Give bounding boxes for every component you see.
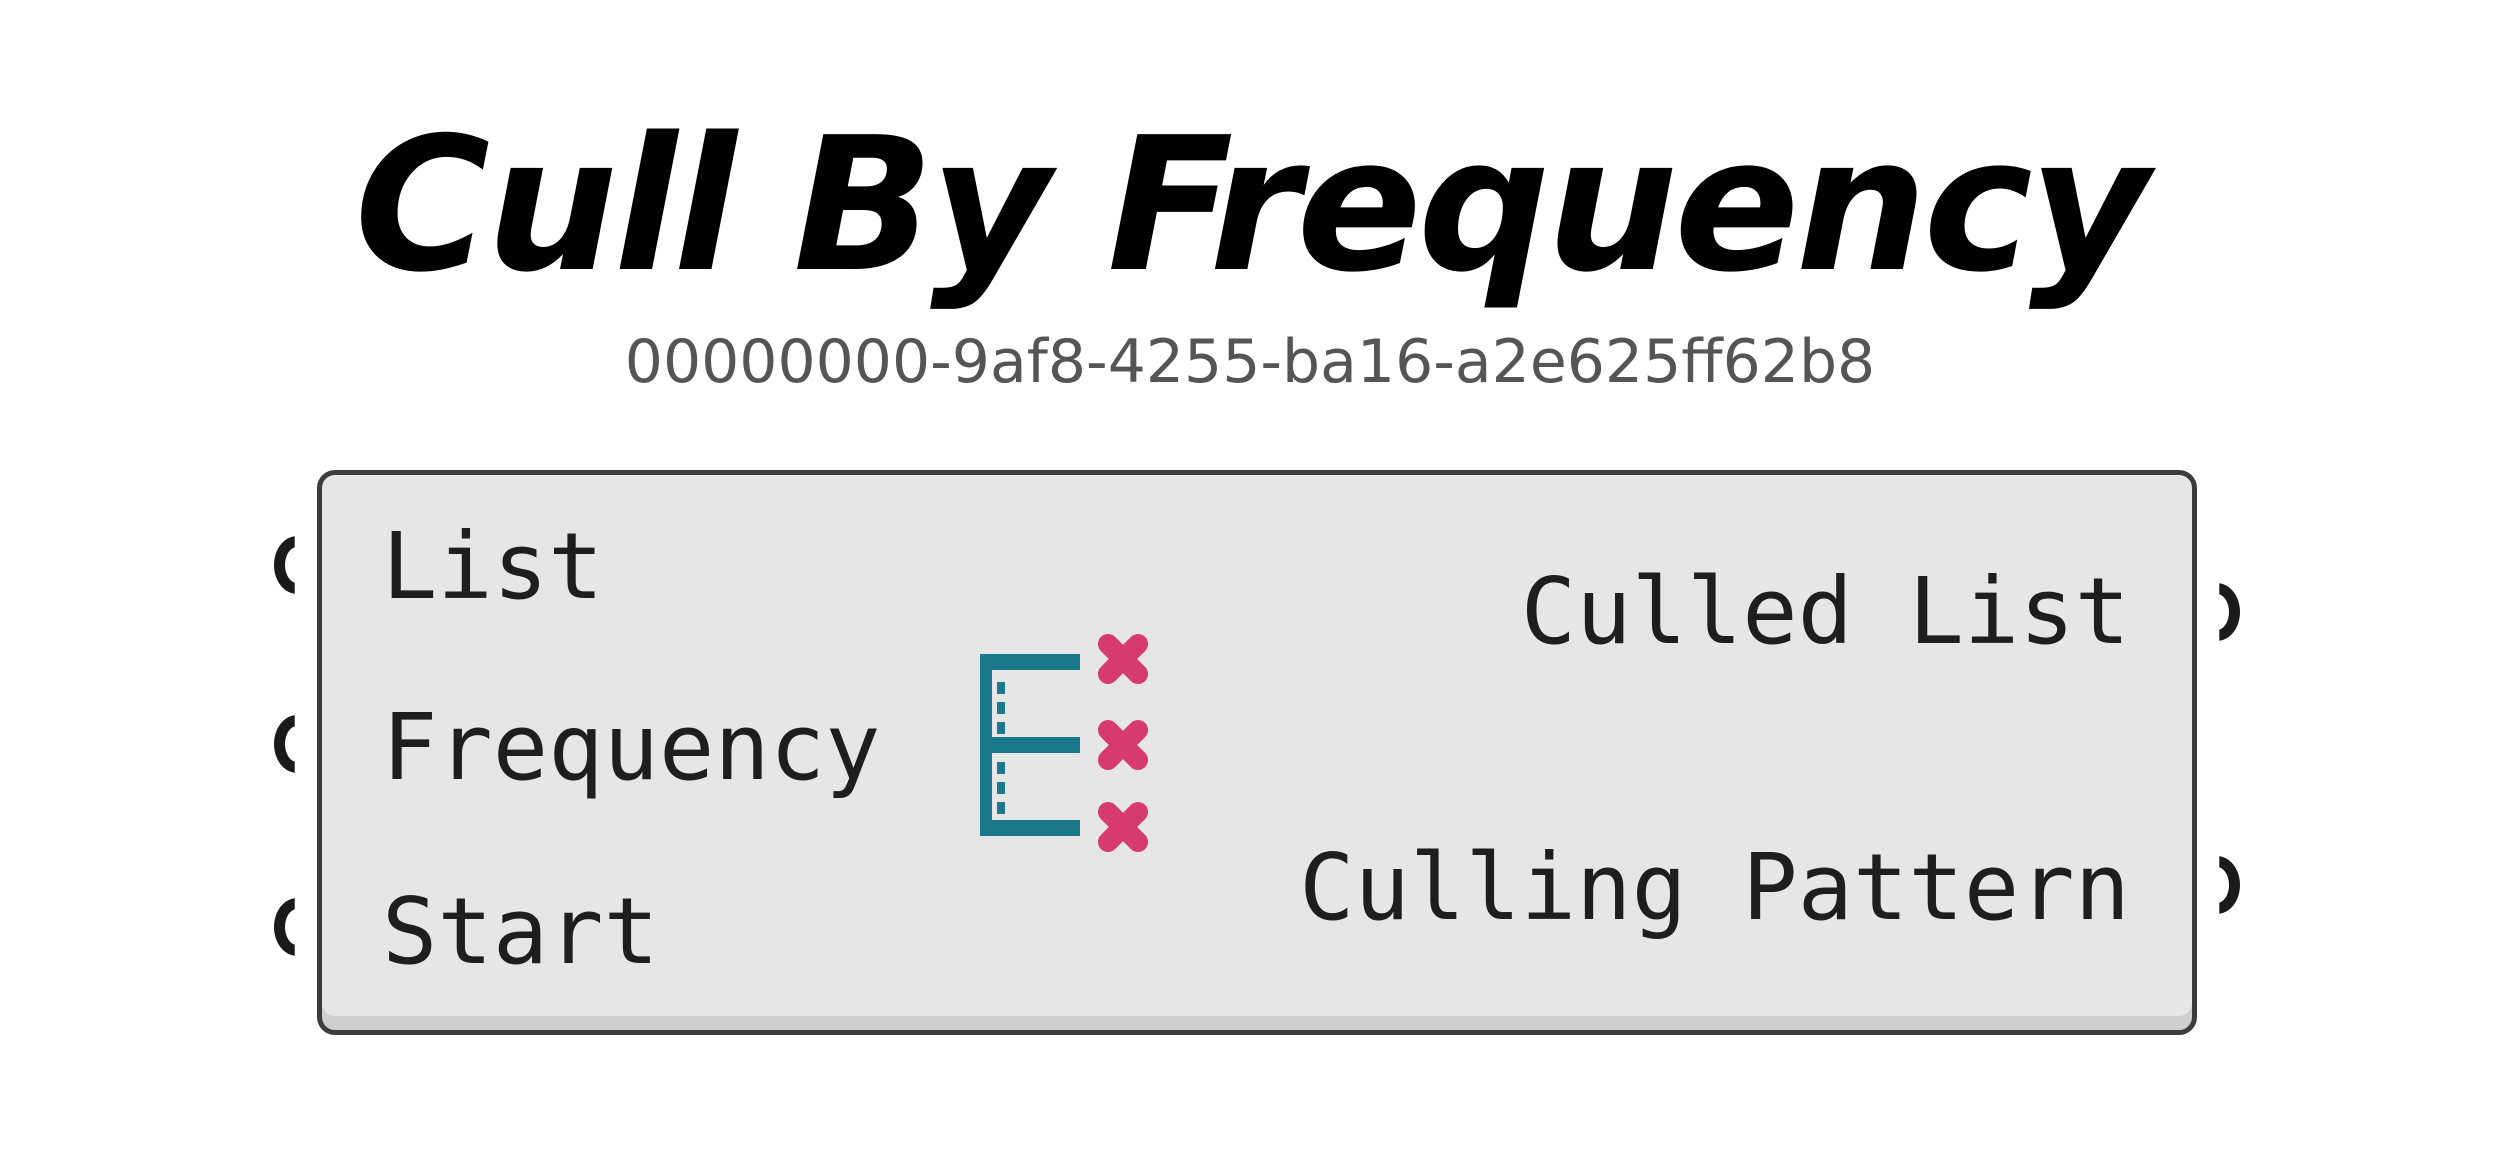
input-label-list: List: [382, 513, 604, 620]
input-label-frequency: Frequency: [382, 694, 881, 801]
input-grip-start[interactable]: [274, 898, 295, 956]
cull-frequency-icon: [980, 634, 1148, 852]
component-guid: 00000000-9af8-4255-ba16-a2e625ff62b8: [624, 327, 1876, 397]
input-grip-frequency[interactable]: [274, 715, 295, 773]
output-grip-culling-pattern[interactable]: [2219, 856, 2240, 914]
input-grip-list[interactable]: [274, 536, 295, 594]
input-label-start: Start: [382, 878, 659, 985]
output-grip-culled-list[interactable]: [2219, 583, 2240, 641]
output-label-culling-pattern: Culling Pattern: [1299, 834, 2130, 941]
component-body[interactable]: [317, 470, 2197, 1035]
component-title: Cull By Frequency: [354, 97, 2149, 313]
output-label-culled-list: Culled List: [1520, 558, 2130, 665]
